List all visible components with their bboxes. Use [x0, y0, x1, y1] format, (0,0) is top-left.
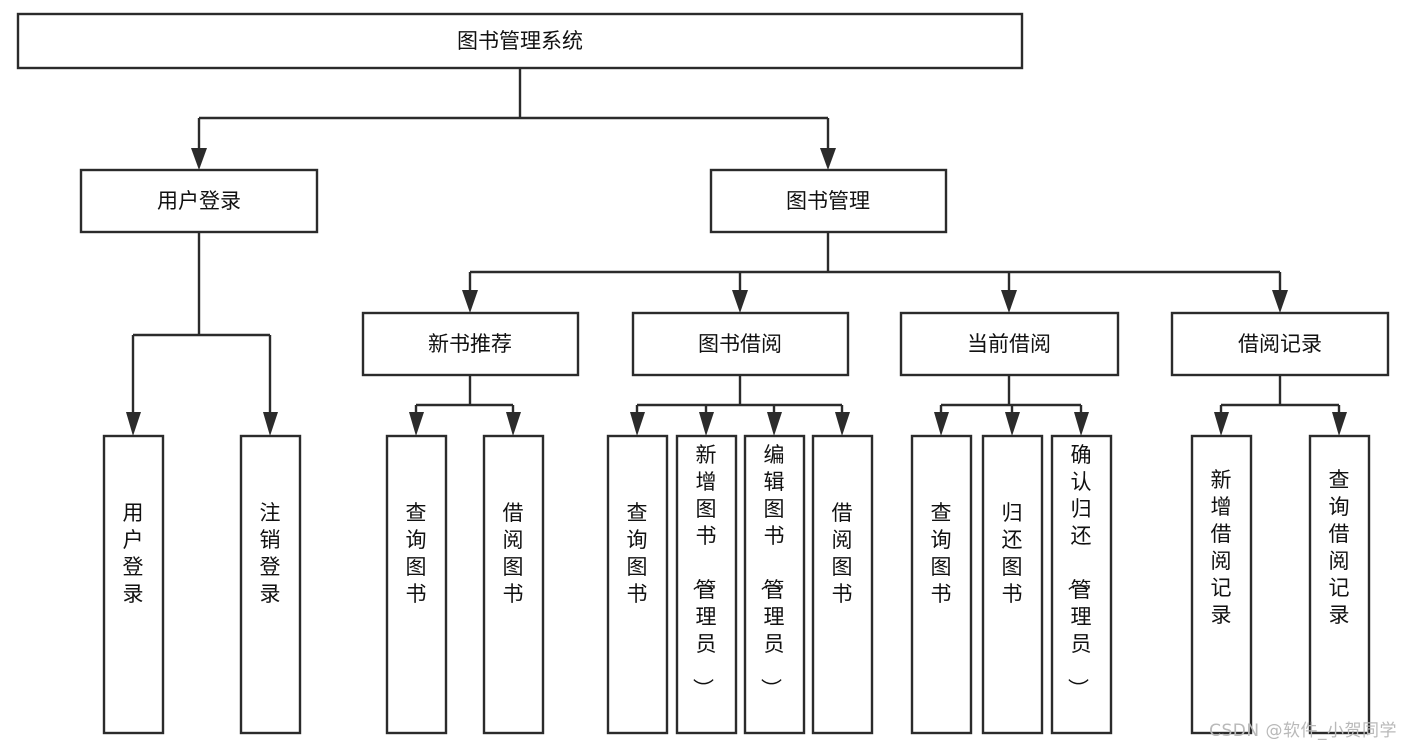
leaf-node-confirm-return[interactable]: 确认归还（管理员） — [1050, 434, 1113, 735]
leaf-label-borrow-book: 借阅图书 — [832, 501, 853, 606]
arrow-head-leaf-logout — [263, 412, 278, 436]
leaf-node-query-book-borrow[interactable]: 查询图书 — [606, 434, 669, 735]
leaf-node-query-book-current[interactable]: 查询图书 — [910, 434, 973, 735]
arrow-head-leaf-borrow-book-1 — [506, 412, 521, 436]
leaf-node-add-book[interactable]: 新增图书（管理员） — [675, 434, 738, 735]
node-label-borrow-record: 借阅记录 — [1238, 332, 1322, 356]
leaf-box-add-borrow-record[interactable] — [1190, 434, 1253, 735]
node-box-root[interactable] — [16, 12, 1024, 70]
arrow-head-borrow — [732, 290, 748, 313]
node-new-book-recommend[interactable]: 新书推荐 — [361, 311, 580, 377]
leaf-label-edit-book: 编辑图书（管理员） — [759, 443, 785, 699]
leaf-node-query-book-recommend[interactable]: 查询图书 — [385, 434, 448, 735]
leaf-label-add-book: 新增图书（管理员） — [691, 443, 717, 699]
leaf-label-add-borrow-record: 新增借阅记录 — [1211, 468, 1232, 627]
node-label-root: 图书管理系统 — [457, 29, 583, 53]
node-root-system[interactable]: 图书管理系统 — [16, 12, 1024, 70]
arrow-head-leaf-edit-book — [767, 412, 782, 436]
arrow-head-leaf-add-record — [1214, 412, 1229, 436]
connector-group-borrow-record — [1214, 375, 1347, 436]
leaf-label-query-borrow-record: 查询借阅记录 — [1329, 468, 1350, 627]
connector-group-current-borrow — [934, 375, 1089, 436]
leaf-box-user-login[interactable] — [102, 434, 165, 735]
leaf-box-query-book-current[interactable] — [910, 434, 973, 735]
connector-group-root — [191, 68, 836, 170]
leaf-box-borrow-book[interactable] — [811, 434, 874, 735]
node-label-book-manage: 图书管理 — [786, 189, 870, 213]
leaf-node-borrow-book-recommend[interactable]: 借阅图书 — [482, 434, 545, 735]
leaf-node-return-book[interactable]: 归还图书 — [981, 434, 1044, 735]
arrow-head-current-borrow — [1001, 290, 1017, 313]
connector-group-book-manage — [462, 232, 1288, 313]
node-label-user-login: 用户登录 — [157, 189, 241, 213]
arrow-head-leaf-add-book — [699, 412, 714, 436]
node-box-current-borrow[interactable] — [899, 311, 1120, 377]
node-borrow-record[interactable]: 借阅记录 — [1170, 311, 1390, 377]
node-box-borrow-record[interactable] — [1170, 311, 1390, 377]
leaf-box-query-book-recommend[interactable] — [385, 434, 448, 735]
node-user-login[interactable]: 用户登录 — [79, 168, 319, 234]
leaf-label-return-book: 归还图书 — [1002, 501, 1023, 606]
arrow-head-leaf-return-book — [1005, 412, 1020, 436]
leaf-box-query-borrow-record[interactable] — [1308, 434, 1371, 735]
leaf-label-borrow-book-recommend: 借阅图书 — [503, 501, 524, 606]
node-box-book-borrow[interactable] — [631, 311, 850, 377]
leaf-node-borrow-book[interactable]: 借阅图书 — [811, 434, 874, 735]
node-box-user-login[interactable] — [79, 168, 319, 234]
leaf-node-user-login[interactable]: 用户登录 — [102, 434, 165, 735]
leaf-node-logout[interactable]: 注销登录 — [239, 434, 302, 735]
node-current-borrow[interactable]: 当前借阅 — [899, 311, 1120, 377]
arrow-head-user-login — [191, 148, 207, 170]
node-label-new-book-recommend: 新书推荐 — [428, 332, 512, 356]
node-book-borrow[interactable]: 图书借阅 — [631, 311, 850, 377]
node-box-new-book-recommend[interactable] — [361, 311, 580, 377]
arrow-head-leaf-user-login — [126, 412, 141, 436]
node-label-book-borrow: 图书借阅 — [698, 332, 782, 356]
leaf-node-query-borrow-record[interactable]: 查询借阅记录 — [1308, 434, 1371, 735]
arrow-head-leaf-borrow-book-2 — [835, 412, 850, 436]
node-label-current-borrow: 当前借阅 — [967, 332, 1051, 356]
leaf-box-confirm-return[interactable] — [1050, 434, 1113, 735]
connector-group-new-book — [409, 375, 521, 436]
csdn-watermark: CSDN @软件_小贺同学 — [1209, 721, 1397, 741]
arrow-head-leaf-confirm-return — [1074, 412, 1089, 436]
arrow-head-book-manage — [820, 148, 836, 170]
leaf-box-return-book[interactable] — [981, 434, 1044, 735]
leaf-box-logout[interactable] — [239, 434, 302, 735]
arrow-head-leaf-query-book-1 — [409, 412, 424, 436]
leaf-box-add-book[interactable] — [675, 434, 738, 735]
arrow-head-new-book — [462, 290, 478, 313]
leaf-node-edit-book[interactable]: 编辑图书（管理员） — [743, 434, 806, 735]
leaf-box-query-book-borrow[interactable] — [606, 434, 669, 735]
connector-group-borrow — [630, 375, 850, 436]
leaf-label-confirm-return: 确认归还（管理员） — [1066, 443, 1092, 699]
arrow-head-leaf-query-book-2 — [630, 412, 645, 436]
arrow-head-leaf-query-book-3 — [934, 412, 949, 436]
leaf-label-query-book-borrow: 查询图书 — [627, 501, 648, 606]
leaf-label-query-book-current: 查询图书 — [931, 501, 952, 606]
leaf-label-user-login: 用户登录 — [123, 501, 144, 606]
arrow-head-borrow-record — [1272, 290, 1288, 313]
leaf-box-borrow-book-recommend[interactable] — [482, 434, 545, 735]
connector-group-user-login — [126, 232, 278, 436]
leaf-node-add-borrow-record[interactable]: 新增借阅记录 — [1190, 434, 1253, 735]
node-book-manage[interactable]: 图书管理 — [709, 168, 948, 234]
leaf-label-logout: 注销登录 — [260, 501, 281, 606]
arrow-head-leaf-query-record — [1332, 412, 1347, 436]
leaf-label-query-book-recommend: 查询图书 — [406, 501, 427, 606]
node-box-book-manage[interactable] — [709, 168, 948, 234]
leaf-box-edit-book[interactable] — [743, 434, 806, 735]
